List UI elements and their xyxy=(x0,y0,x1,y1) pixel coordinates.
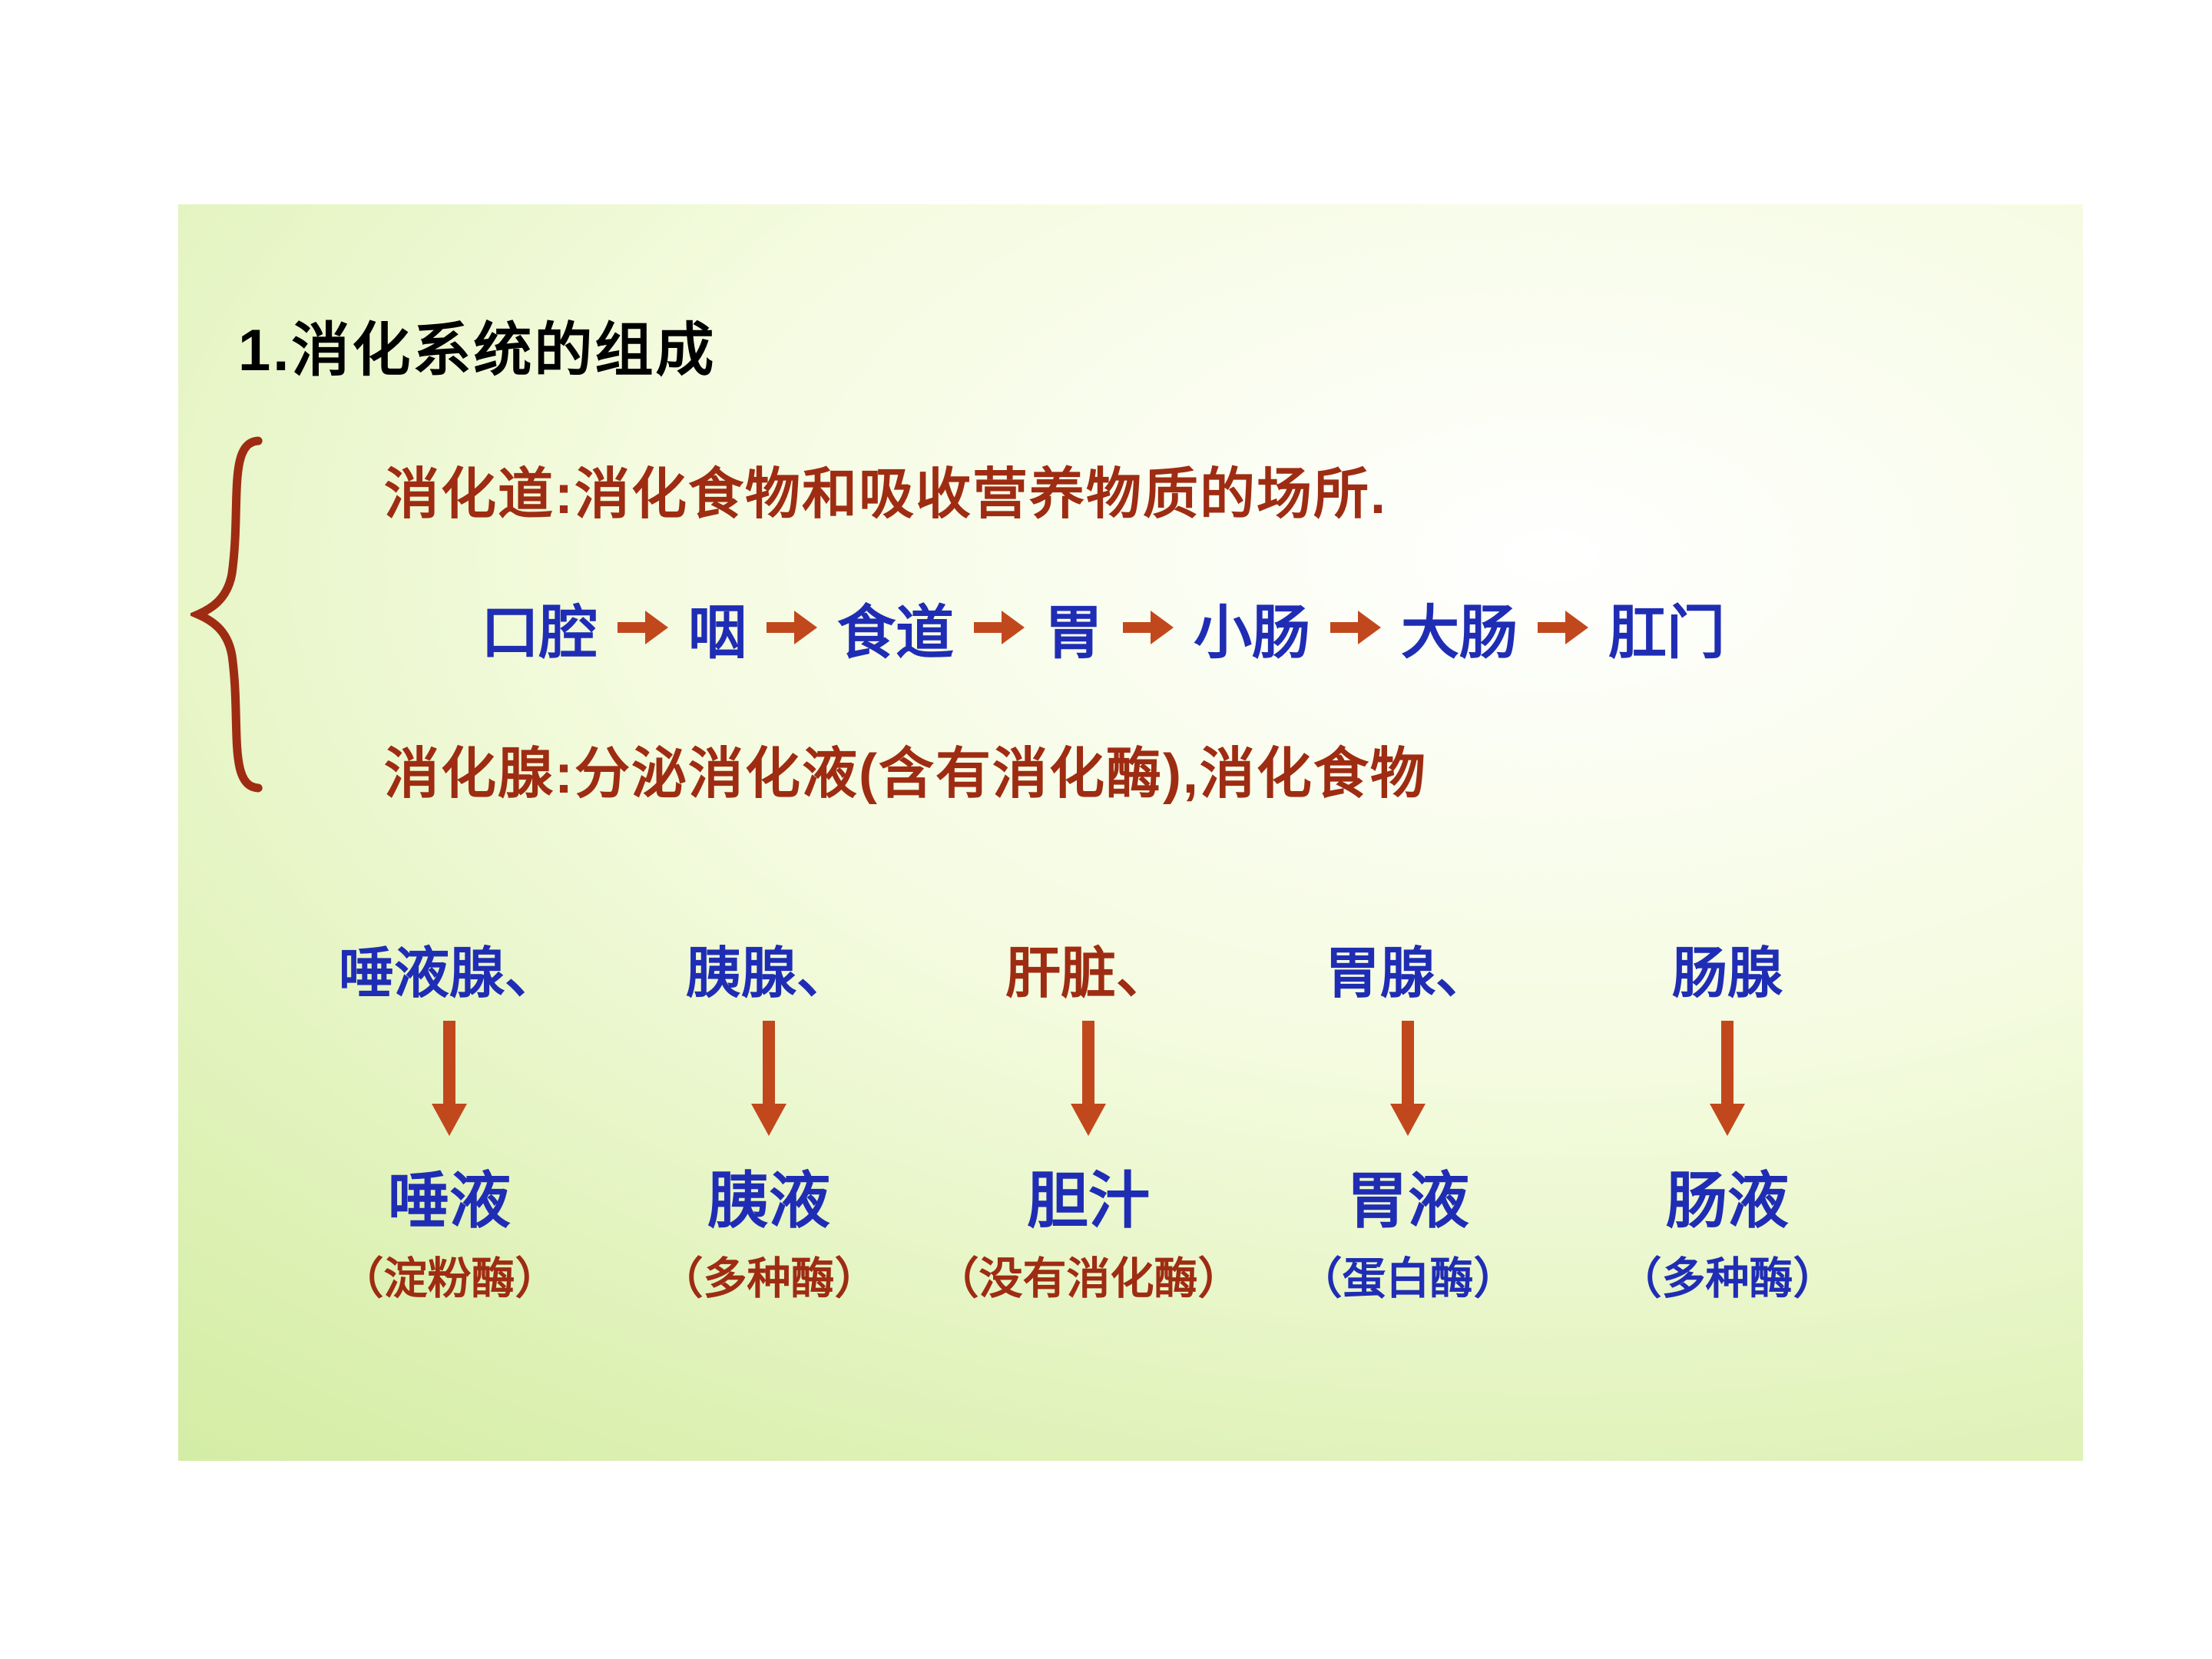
gland-column: 肝脏、 胆汁 （没有消化酶） xyxy=(929,928,1248,1306)
gland-column: 胃腺、 胃液 （蛋白酶） xyxy=(1248,928,1568,1306)
right-arrow-icon xyxy=(767,611,817,644)
down-arrow-icon xyxy=(1390,1021,1426,1136)
slide: 1.消化系统的组成 消化道:消化食物和吸收营养物质的场所. 口腔 咽 食道 胃 … xyxy=(178,204,2083,1461)
gland-definition: 消化腺:分泌消化液(含有消化酶),消化食物 xyxy=(384,743,1427,805)
tract-organ: 小肠 xyxy=(1194,601,1310,666)
down-arrow-icon xyxy=(1710,1021,1745,1136)
tract-organ: 大肠 xyxy=(1401,601,1518,666)
gland-column: 胰腺、 胰液 （多种酶） xyxy=(609,928,929,1306)
tract-organ: 肛门 xyxy=(1608,601,1725,666)
right-arrow-icon xyxy=(1538,611,1588,644)
gland-name: 肠腺 xyxy=(1671,943,1783,1005)
secretion-name: 唾液 xyxy=(388,1167,511,1235)
down-arrow-icon xyxy=(1071,1021,1106,1136)
tract-definition: 消化道:消化食物和吸收营养物质的场所. xyxy=(384,464,1387,525)
gland-name: 胰腺、 xyxy=(685,943,852,1005)
slide-title: 1.消化系统的组成 xyxy=(238,318,717,383)
right-arrow-icon xyxy=(974,611,1025,644)
right-arrow-icon xyxy=(618,611,668,644)
secretion-name: 胆汁 xyxy=(1027,1167,1150,1235)
gland-name: 胃腺、 xyxy=(1324,943,1491,1005)
enzyme-note: （多种酶） xyxy=(1618,1254,1837,1303)
tract-organ: 咽 xyxy=(688,601,747,666)
left-brace-icon xyxy=(190,436,263,793)
gland-name: 肝脏、 xyxy=(1005,943,1171,1005)
down-arrow-icon xyxy=(751,1021,786,1136)
secretion-name: 胰液 xyxy=(707,1167,830,1235)
tract-organ: 口腔 xyxy=(481,601,598,666)
tract-organ: 食道 xyxy=(837,601,954,666)
gland-column: 唾液腺、 唾液 （淀粉酶） xyxy=(290,928,609,1306)
gland-name: 唾液腺、 xyxy=(338,943,560,1005)
enzyme-note: （蛋白酶） xyxy=(1298,1254,1518,1303)
gland-column: 肠腺 肠液 （多种酶） xyxy=(1568,928,1887,1306)
tract-flow: 口腔 咽 食道 胃 小肠 大肠 肛门 xyxy=(481,585,1725,670)
enzyme-note: （没有消化酶） xyxy=(935,1254,1242,1303)
right-arrow-icon xyxy=(1123,611,1174,644)
down-arrow-icon xyxy=(432,1021,467,1136)
secretion-name: 肠液 xyxy=(1666,1167,1789,1235)
glands-diagram: 唾液腺、 唾液 （淀粉酶） 胰腺、 胰液 （多种酶） 肝脏、 胆汁 （没有消化酶… xyxy=(290,928,1887,1306)
tract-organ: 胃 xyxy=(1045,601,1103,666)
right-arrow-icon xyxy=(1330,611,1381,644)
enzyme-note: （淀粉酶） xyxy=(339,1254,559,1303)
secretion-name: 胃液 xyxy=(1346,1167,1469,1235)
enzyme-note: （多种酶） xyxy=(659,1254,879,1303)
